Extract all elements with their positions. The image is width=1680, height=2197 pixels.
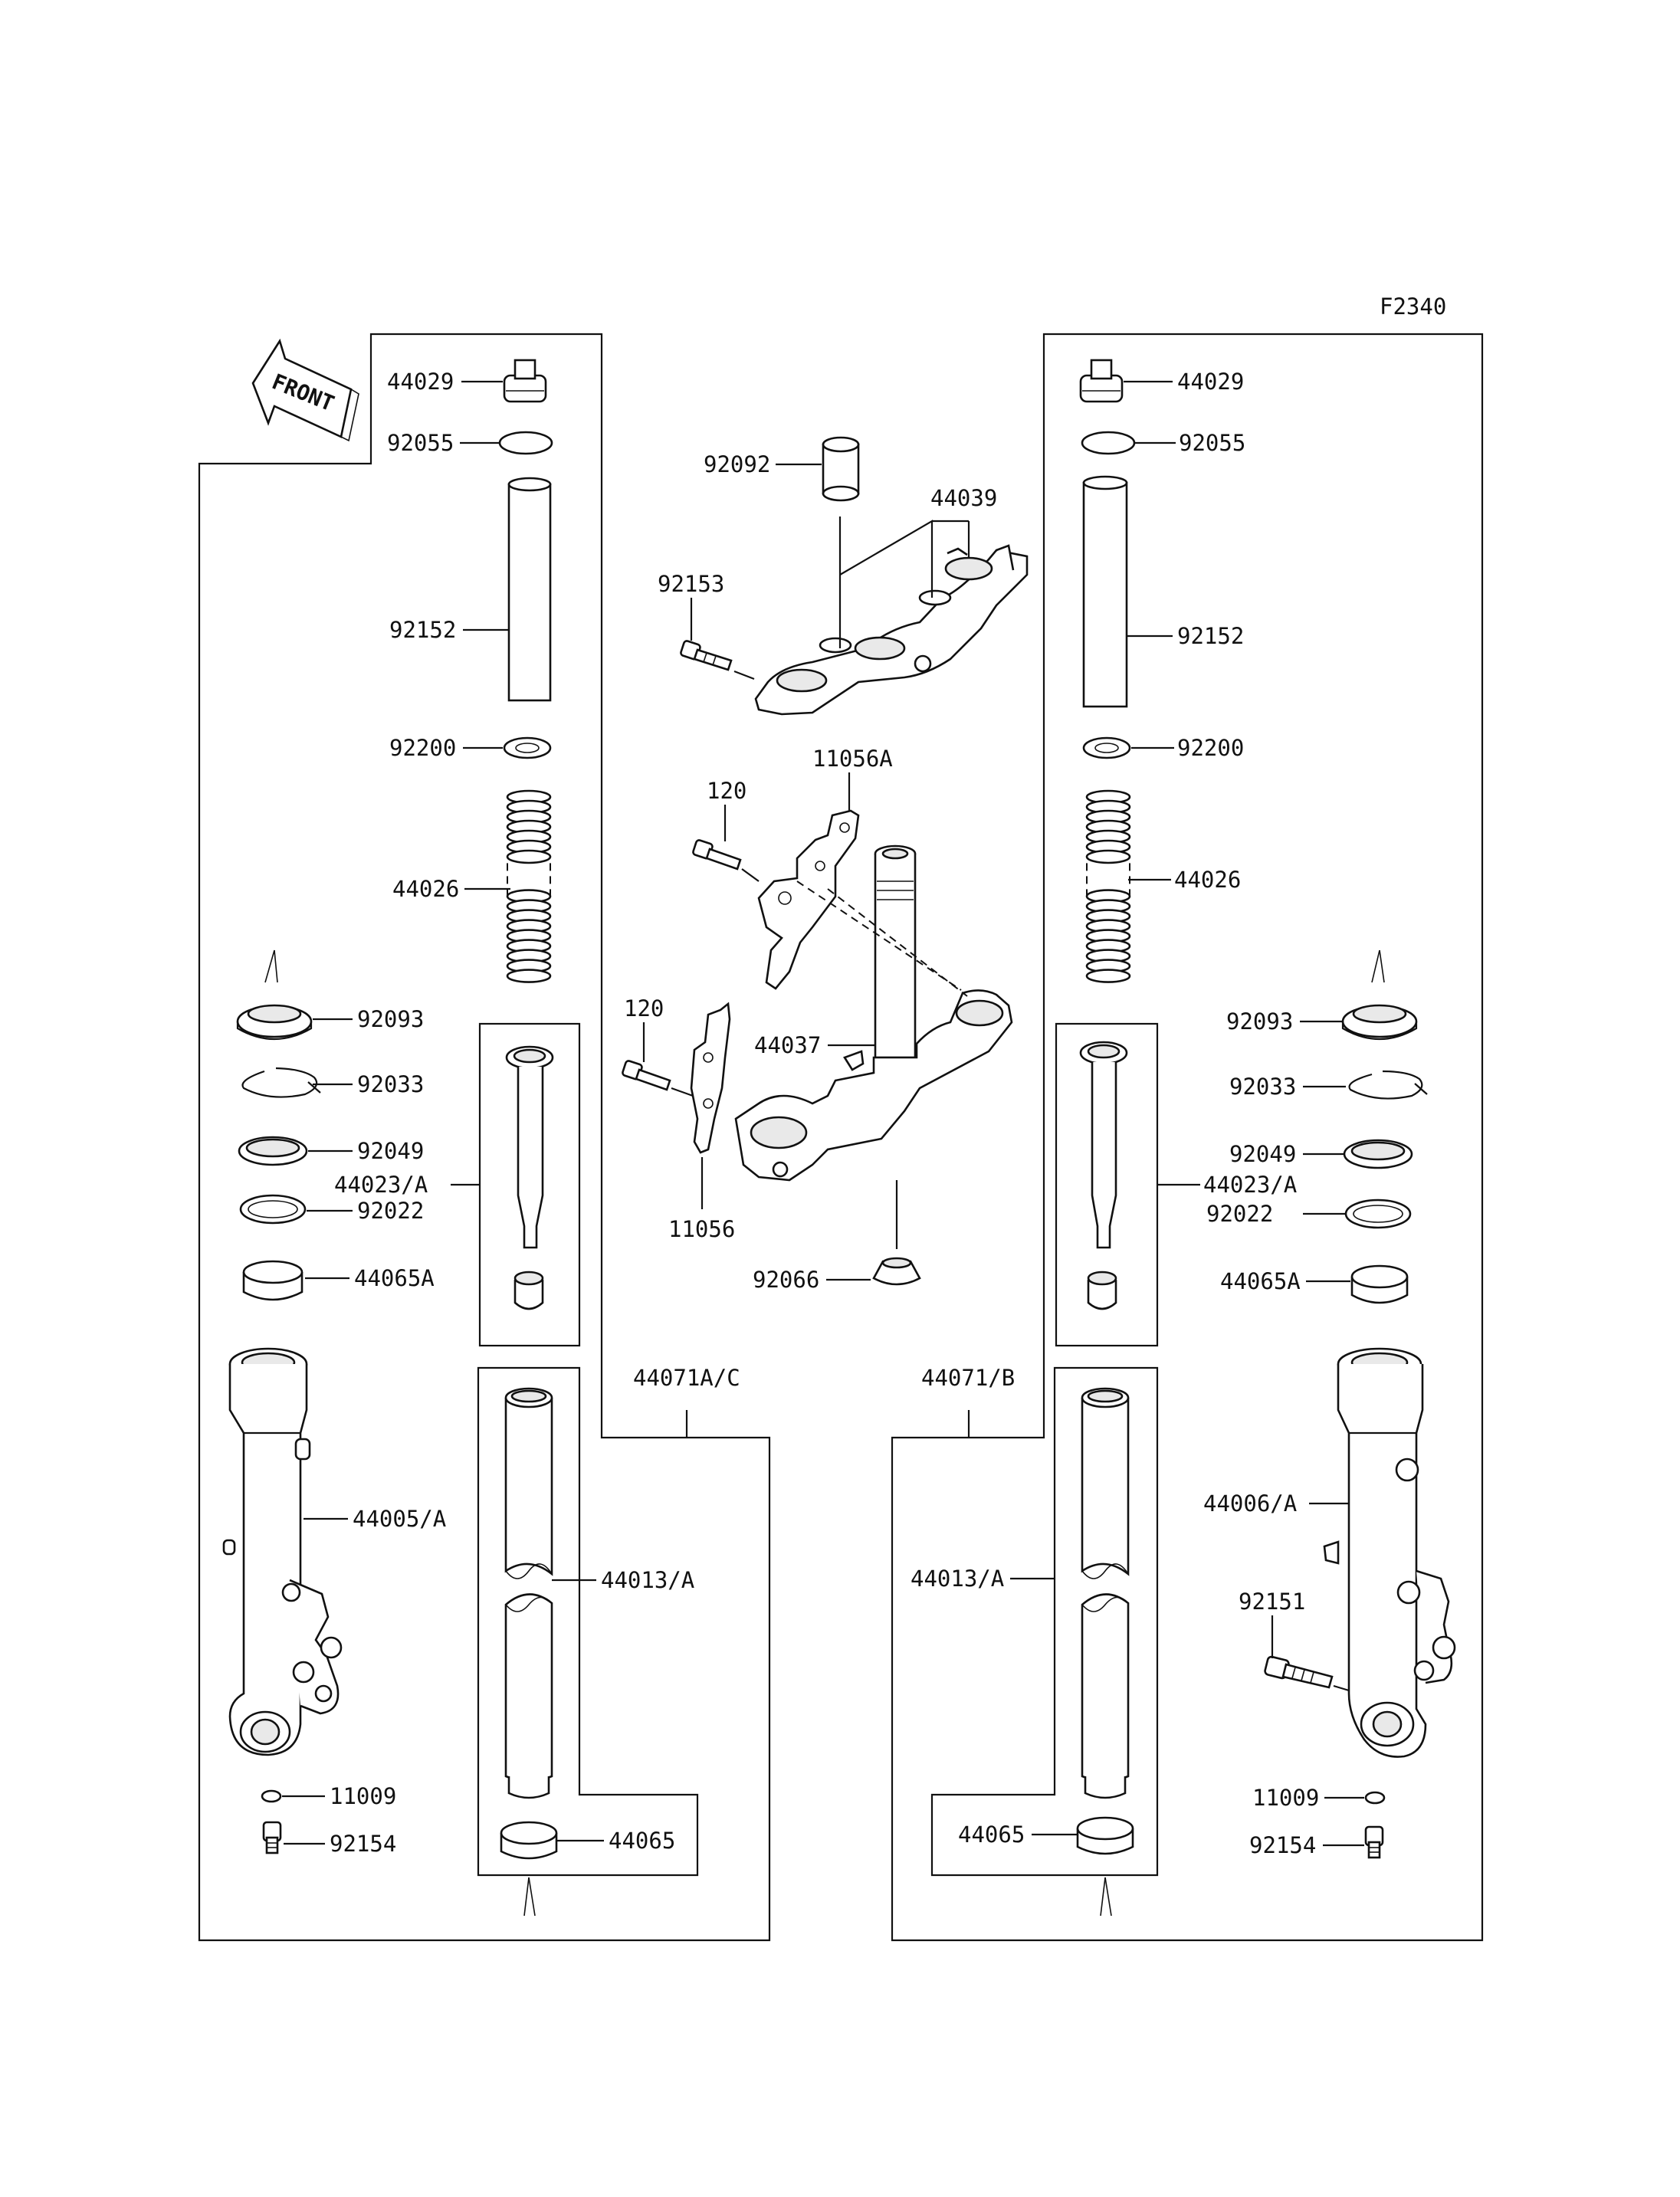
center-label-92092: 92092 [704,451,770,477]
right-tube-box [930,1366,1159,1877]
left-label-92154: 92154 [330,1831,396,1857]
left-guide-bushing [242,1260,304,1301]
center-bracket-bolt-lower [622,1060,671,1091]
front-arrow-icon: FRONT [251,338,359,442]
left-label-92049: 92049 [357,1138,424,1164]
right-cylinder-bolt [1364,1825,1384,1859]
center-upper-triple-clamp [754,544,1029,716]
center-label-92153: 92153 [658,571,724,597]
right-drain-washer [1364,1791,1386,1805]
left-group-label: 44071A/C [633,1365,740,1391]
left-o-ring [498,431,553,455]
right-slide-bushing [1076,1816,1134,1855]
left-fork-cap-bolt [503,359,547,403]
center-label-92066: 92066 [753,1267,819,1293]
left-assembly-frame [198,333,771,1942]
left-oil-seal [238,1136,308,1166]
right-group-label: 44071/B [921,1365,1015,1391]
center-clamp-bolt-upper [680,640,733,671]
center-bracket-bolt-upper [692,839,742,871]
right-o-ring [1081,431,1136,455]
center-lower-triple-clamp [734,989,1013,1182]
left-slide-bushing [500,1821,558,1860]
right-label-11009: 11009 [1252,1785,1319,1811]
center-steering-stem [874,844,917,1059]
left-ring-washer [239,1194,307,1225]
right-label-44065A: 44065A [1220,1268,1301,1294]
right-washer [1082,736,1131,759]
left-tube-box [477,1366,699,1877]
center-bracket-upper [757,809,860,990]
right-label-92049: 92049 [1229,1141,1296,1167]
left-label-92022: 92022 [357,1198,424,1224]
right-circlip [1348,1070,1428,1100]
right-spacer-tube [1082,475,1128,708]
right-label-92200: 92200 [1177,735,1244,761]
left-label-44065: 44065 [609,1828,675,1854]
left-fork-spring [506,789,552,983]
right-outer-fork-tube [1323,1347,1456,1758]
left-label-92033: 92033 [357,1071,424,1097]
center-label-120-lower: 120 [624,995,664,1021]
right-label-44026: 44026 [1174,867,1241,893]
right-label-44006: 44006/A [1203,1490,1297,1517]
right-assembly-frame [891,333,1484,1942]
right-fork-spring [1085,789,1131,983]
center-label-11056A: 11056A [812,746,893,772]
left-label-11009: 11009 [330,1783,396,1809]
right-damper-cartridge [1079,1041,1128,1310]
left-label-44005: 44005/A [353,1506,446,1532]
left-drain-washer [261,1789,282,1803]
right-label-92093: 92093 [1226,1008,1293,1035]
diagram-code: F2340 [1380,293,1446,320]
left-dust-seal [236,1004,313,1040]
right-guide-bushing [1350,1264,1409,1304]
right-label-92152: 92152 [1177,623,1244,649]
right-label-44023: 44023/A [1203,1172,1297,1198]
left-damper-cartridge [505,1045,554,1310]
center-label-44037: 44037 [754,1032,821,1058]
left-washer [503,736,552,759]
right-fork-cap-bolt [1079,359,1124,403]
left-spacer-tube [507,477,552,702]
left-circlip [241,1067,321,1098]
right-label-44029: 44029 [1177,369,1244,395]
left-label-92055: 92055 [387,430,454,456]
right-label-92154: 92154 [1249,1832,1316,1858]
right-label-92033: 92033 [1229,1074,1296,1100]
right-label-92055: 92055 [1179,430,1245,456]
right-inner-fork-tube [1081,1387,1130,1799]
left-label-44023: 44023/A [334,1172,428,1198]
center-stem-seal [872,1257,921,1286]
right-oil-seal [1343,1139,1413,1169]
right-label-92022: 92022 [1206,1201,1273,1227]
left-label-92152: 92152 [389,617,456,643]
right-label-92151: 92151 [1239,1589,1305,1615]
center-collar [822,436,860,502]
right-label-44013: 44013/A [911,1566,1004,1592]
center-bracket-lower [690,1002,731,1154]
center-label-120-upper: 120 [707,778,746,804]
right-axle-clamp-bolt [1264,1655,1334,1689]
left-label-44013: 44013/A [601,1567,694,1593]
right-dust-seal [1341,1004,1418,1040]
left-label-44065A: 44065A [354,1265,435,1291]
center-label-44039: 44039 [930,485,997,511]
left-label-44026: 44026 [392,876,459,902]
left-outer-fork-tube [222,1347,343,1756]
left-inner-fork-tube [504,1387,553,1799]
left-cylinder-bolt [262,1821,282,1854]
center-label-11056: 11056 [668,1216,735,1242]
left-label-92200: 92200 [389,735,456,761]
left-label-44029: 44029 [387,369,454,395]
right-ring-washer [1344,1199,1412,1229]
left-label-92093: 92093 [357,1006,424,1032]
right-label-44065: 44065 [958,1822,1025,1848]
